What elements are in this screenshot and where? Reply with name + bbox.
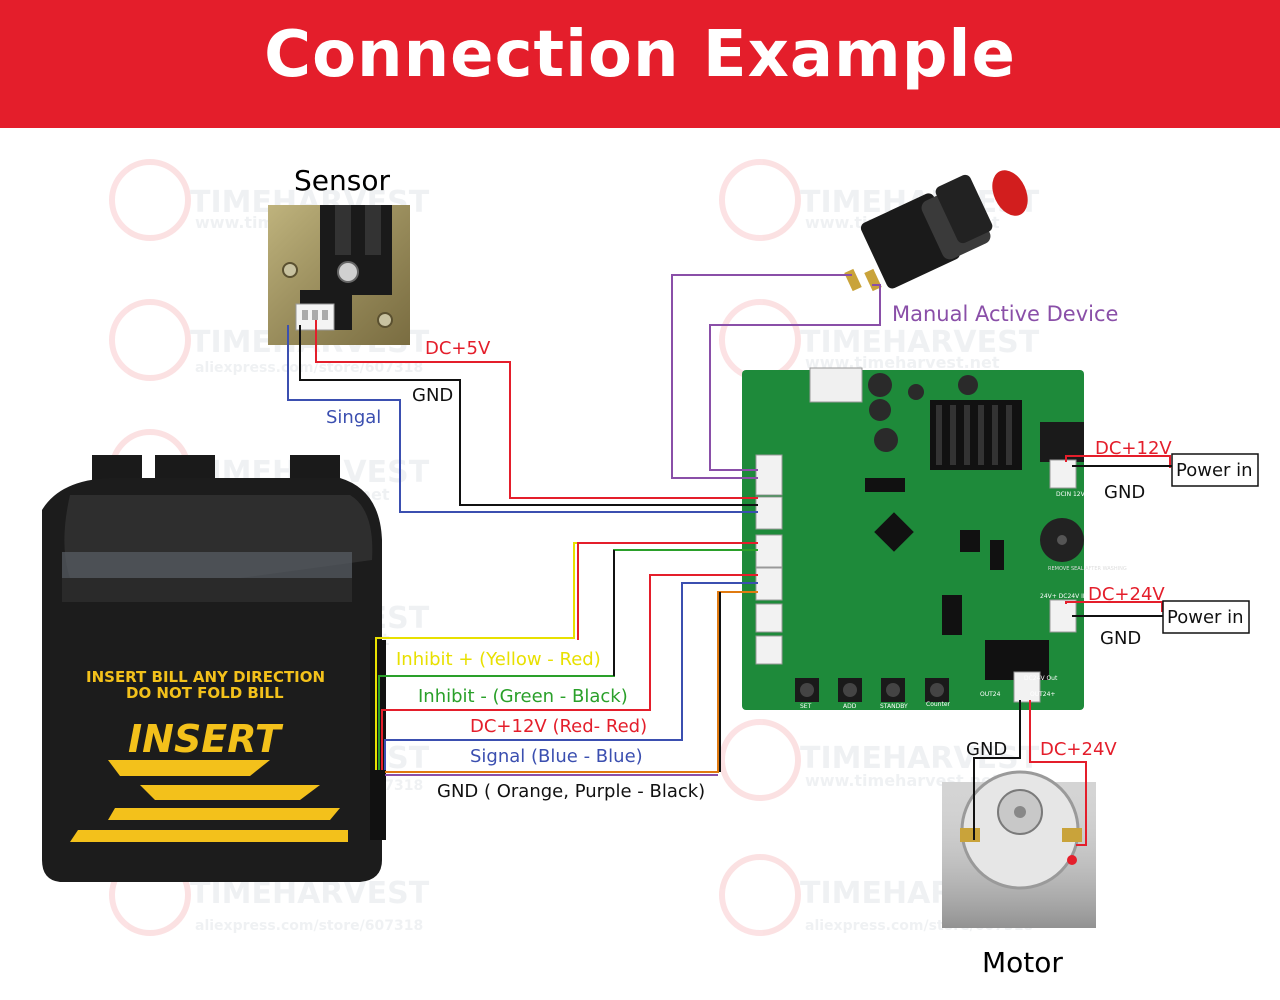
label-sensor-gnd: GND xyxy=(412,385,453,406)
wire-red-12v xyxy=(381,574,758,770)
board-label-counter: Counter xyxy=(926,701,951,708)
label-power12-gnd: GND xyxy=(1104,482,1145,503)
header-banner: Connection Example xyxy=(0,0,1280,128)
wire-purple-1 xyxy=(671,274,852,479)
wire-24v-red xyxy=(1065,601,1163,612)
bill-acceptor-photo: INSERT BILL ANY DIRECTION DO NOT FOLD BI… xyxy=(42,455,386,882)
label-power24-box: Power in xyxy=(1167,607,1244,628)
board-label-remove-seal: REMOVE SEAL AFTER WASHING xyxy=(1048,566,1127,572)
label-power12-box: Power in xyxy=(1176,460,1253,481)
watermark-store: aliexpress.com/store/607318 xyxy=(195,918,423,934)
push-button-photo xyxy=(844,170,1028,292)
wire-motor-black xyxy=(973,700,1021,840)
wire-purple-2 xyxy=(709,284,881,471)
label-sensor-signal: Singal xyxy=(326,407,381,428)
label-motor-gnd: GND xyxy=(966,739,1007,760)
power24-box xyxy=(1162,600,1250,634)
board-label-out24-plus: OUT24+ xyxy=(1030,691,1055,698)
wire-blue-signal xyxy=(384,582,758,770)
wire-sensor-blue xyxy=(287,325,758,513)
acceptor-insert-text: INSERT xyxy=(128,717,284,761)
motor-title: Motor xyxy=(982,946,1063,979)
label-power24-gnd: GND xyxy=(1100,628,1141,649)
board-label-dc24v-in: 24V+ DC24V IN xyxy=(1040,593,1087,600)
page-title: Connection Example xyxy=(264,18,1016,92)
label-power12-dc: DC+12V xyxy=(1095,438,1172,459)
board-label-add: ADD xyxy=(843,703,857,710)
label-motor-dc: DC+24V xyxy=(1040,739,1117,760)
label-inhibit-minus: Inhibit - (Green - Black) xyxy=(418,686,628,707)
manual-device-label: Manual Active Device xyxy=(892,302,1118,326)
board-label-set: SET xyxy=(800,703,812,710)
acceptor-text-1: INSERT BILL ANY DIRECTION xyxy=(86,668,325,686)
label-gnd-opb: GND ( Orange, Purple - Black) xyxy=(437,781,705,802)
control-board-photo: SET ADD STANDBY Counter OUT24 OUT24+ DC2… xyxy=(742,367,1127,710)
board-label-dc24v-out: DC24V Out xyxy=(1024,675,1058,682)
label-sensor-dc5v: DC+5V xyxy=(425,338,491,359)
label-power24-dc: DC+24V xyxy=(1088,584,1165,605)
wire-sensor-red xyxy=(315,320,758,499)
sensor-photo xyxy=(268,205,410,345)
wire-red-inhibit-b xyxy=(577,542,758,640)
watermark: TIMEHARVEST www.timeharvest.net xyxy=(719,299,1040,381)
motor-photo xyxy=(942,770,1096,928)
board-label-dcin12v: DCIN 12V xyxy=(1056,491,1086,498)
acceptor-text-2: DO NOT FOLD BILL xyxy=(126,684,284,702)
wire-orange-gnd xyxy=(385,591,758,773)
label-inhibit-plus: Inhibit + (Yellow - Red) xyxy=(396,649,601,670)
board-label-out24: OUT24 xyxy=(980,691,1001,698)
watermark-site: www.timeharvest.net xyxy=(805,353,1000,372)
wire-motor-red xyxy=(1029,700,1087,846)
board-label-standby: STANDBY xyxy=(880,703,908,710)
sensor-title: Sensor xyxy=(294,164,390,197)
watermark-brand: TIMEHARVEST xyxy=(800,325,1040,360)
wire-sensor-black xyxy=(299,325,758,506)
power12-box xyxy=(1171,453,1259,487)
label-dc12v-rr: DC+12V (Red- Red) xyxy=(470,716,647,737)
watermark-store: aliexpress.com/store/607318 xyxy=(195,360,423,376)
label-signal-bb: Signal (Blue - Blue) xyxy=(470,746,643,767)
wire-12v-red xyxy=(1065,455,1171,468)
